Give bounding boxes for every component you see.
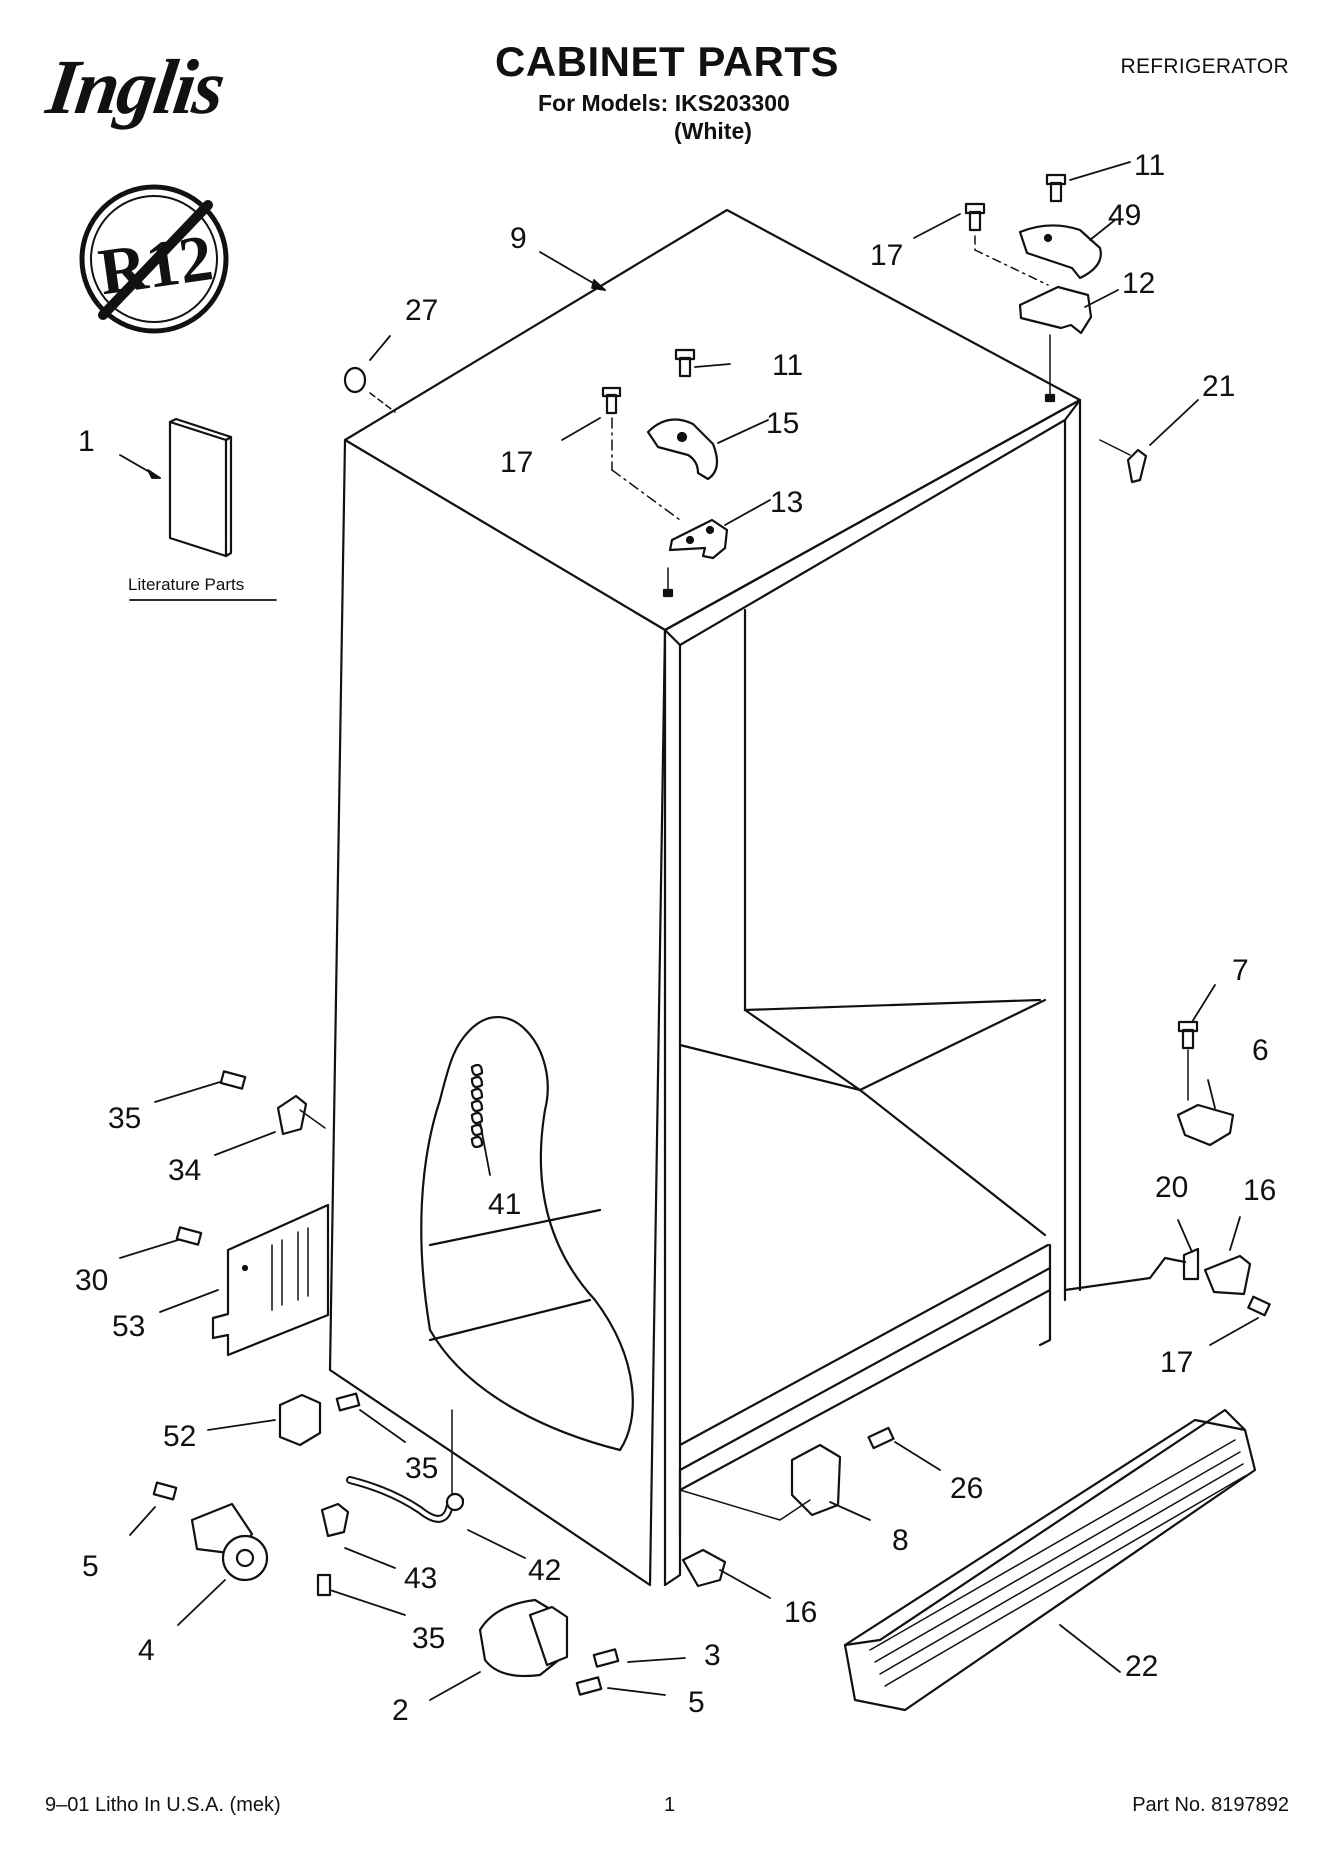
literature-booklet-icon xyxy=(129,417,277,601)
callout-34: 34 xyxy=(168,1154,201,1187)
callout-20: 20 xyxy=(1155,1171,1188,1204)
footer-page-number: 1 xyxy=(664,1794,676,1816)
top-hinge-center-parts xyxy=(601,348,729,598)
callout-35-upper: 35 xyxy=(108,1102,141,1135)
callout-1: 1 xyxy=(78,425,95,458)
callout-4: 4 xyxy=(138,1634,155,1667)
callout-17-top: 17 xyxy=(870,239,903,272)
callout-13: 13 xyxy=(770,486,803,519)
callout-30: 30 xyxy=(75,1264,108,1297)
callout-5-lower: 5 xyxy=(688,1686,705,1719)
literature-parts-label: Literature Parts xyxy=(128,575,244,594)
callout-17-right: 17 xyxy=(1160,1346,1193,1379)
callout-26: 26 xyxy=(950,1472,983,1505)
callout-6: 6 xyxy=(1252,1034,1269,1067)
footer-print-info: 9–01 Litho In U.S.A. (mek) xyxy=(45,1794,281,1816)
left-side-brackets xyxy=(175,1070,330,1357)
no-r12-badge: R12 xyxy=(79,184,229,334)
footer-part-number: Part No. 8197892 xyxy=(1132,1794,1289,1816)
callout-8: 8 xyxy=(892,1524,909,1557)
callout-27: 27 xyxy=(405,294,438,327)
callout-53: 53 xyxy=(112,1310,145,1343)
callout-49: 49 xyxy=(1108,199,1141,232)
model-variant: (White) xyxy=(674,118,752,144)
lower-center-parts xyxy=(478,1426,895,1696)
callout-12: 12 xyxy=(1122,267,1155,300)
coil-part-icon xyxy=(470,1063,484,1149)
callout-7: 7 xyxy=(1232,954,1249,987)
cabinet-shell xyxy=(328,208,1082,1587)
model-line: For Models: IKS203300 xyxy=(538,90,790,116)
top-hinge-right-parts xyxy=(964,173,1148,484)
appliance-type: REFRIGERATOR xyxy=(1120,55,1289,78)
callout-22: 22 xyxy=(1125,1650,1158,1683)
callout-15: 15 xyxy=(766,407,799,440)
callout-2: 2 xyxy=(392,1694,409,1727)
plug-part-icon xyxy=(343,366,396,413)
callout-21: 21 xyxy=(1202,370,1235,403)
callout-3: 3 xyxy=(704,1639,721,1672)
callout-9: 9 xyxy=(510,222,527,255)
callout-5-left: 5 xyxy=(82,1550,99,1583)
callout-11-top: 11 xyxy=(1134,149,1165,182)
callout-16-right: 16 xyxy=(1243,1174,1276,1207)
callout-17: 17 xyxy=(500,446,533,479)
callout-41: 41 xyxy=(488,1188,521,1221)
right-lower-hinge-parts xyxy=(1063,1020,1271,1317)
callout-leader-lines xyxy=(119,161,1259,1701)
callout-16-lower: 16 xyxy=(784,1596,817,1629)
lower-left-parts xyxy=(152,1392,465,1597)
toe-grille-part xyxy=(843,1408,1257,1712)
callout-35-mid: 35 xyxy=(405,1452,438,1485)
page-title: CABINET PARTS xyxy=(495,38,840,85)
callout-43: 43 xyxy=(404,1562,437,1595)
callout-11: 11 xyxy=(772,349,803,382)
callout-35-lower: 35 xyxy=(412,1622,445,1655)
callout-42: 42 xyxy=(528,1554,561,1587)
callout-52: 52 xyxy=(163,1420,196,1453)
